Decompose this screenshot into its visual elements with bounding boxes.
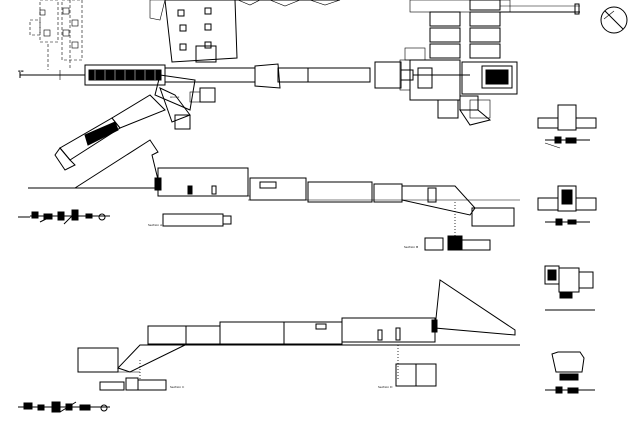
top-left-building-plans (29, 0, 83, 70)
diagonal-branch-plan: Annex (54, 74, 216, 171)
section-c-axis-strip (18, 401, 110, 413)
section-b-label: Section B (404, 245, 418, 249)
section-a-label: Section A (148, 223, 163, 227)
north-arrow-icon (600, 6, 628, 34)
right-monastery-plan (399, 0, 580, 126)
section-a-profile: Section A (18, 209, 232, 227)
section-b-profile: Section B (404, 202, 491, 251)
section-c-label: Section C (170, 385, 184, 389)
first-longitudinal-section (28, 139, 520, 227)
central-temple-plan (149, 0, 341, 63)
annex-label: Annex (170, 95, 180, 99)
main-corridor-plan: ▬▬ (18, 61, 414, 89)
section-d-profile: Section D (378, 363, 437, 389)
section-a-axis-strip (30, 209, 110, 225)
right-detail-plans (537, 104, 597, 394)
scale-label: ▬▬ (18, 69, 24, 73)
section-c-profile: Section C (99, 377, 184, 391)
second-longitudinal-section (77, 279, 520, 380)
section-d-label: Section D (378, 385, 393, 389)
